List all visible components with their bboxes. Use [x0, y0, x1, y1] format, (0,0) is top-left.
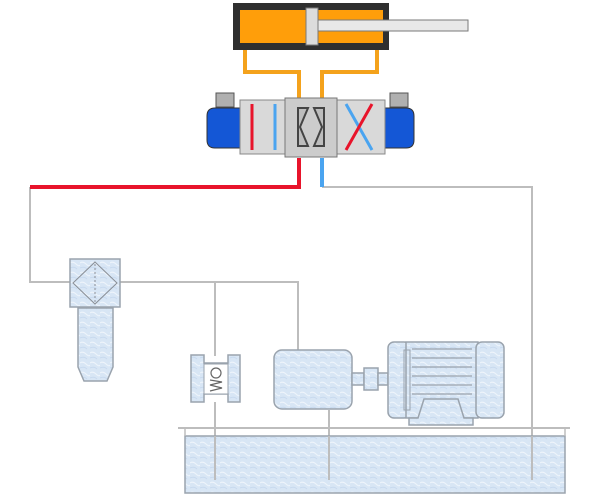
coupling-icon [351, 367, 389, 391]
left-solenoid-icon [206, 92, 241, 149]
cylinder-line-left [243, 48, 301, 100]
motor-base-icon [408, 398, 474, 426]
solenoid-valve-icon [206, 92, 415, 158]
cylinder-line-right [320, 48, 379, 100]
motor-icon [387, 341, 505, 426]
pump-icon [273, 349, 353, 410]
cylinder-icon [233, 3, 469, 50]
tank-icon [178, 427, 570, 494]
motor-cooling-fins [412, 348, 472, 395]
filter-to-pump-line [120, 281, 299, 350]
filter-icon [69, 258, 121, 382]
return-line-to-tank [322, 186, 533, 478]
pressure-line-down [29, 187, 70, 283]
relief-valve-icon [190, 354, 241, 403]
pressure-line [30, 158, 301, 189]
right-solenoid-icon [383, 92, 415, 149]
